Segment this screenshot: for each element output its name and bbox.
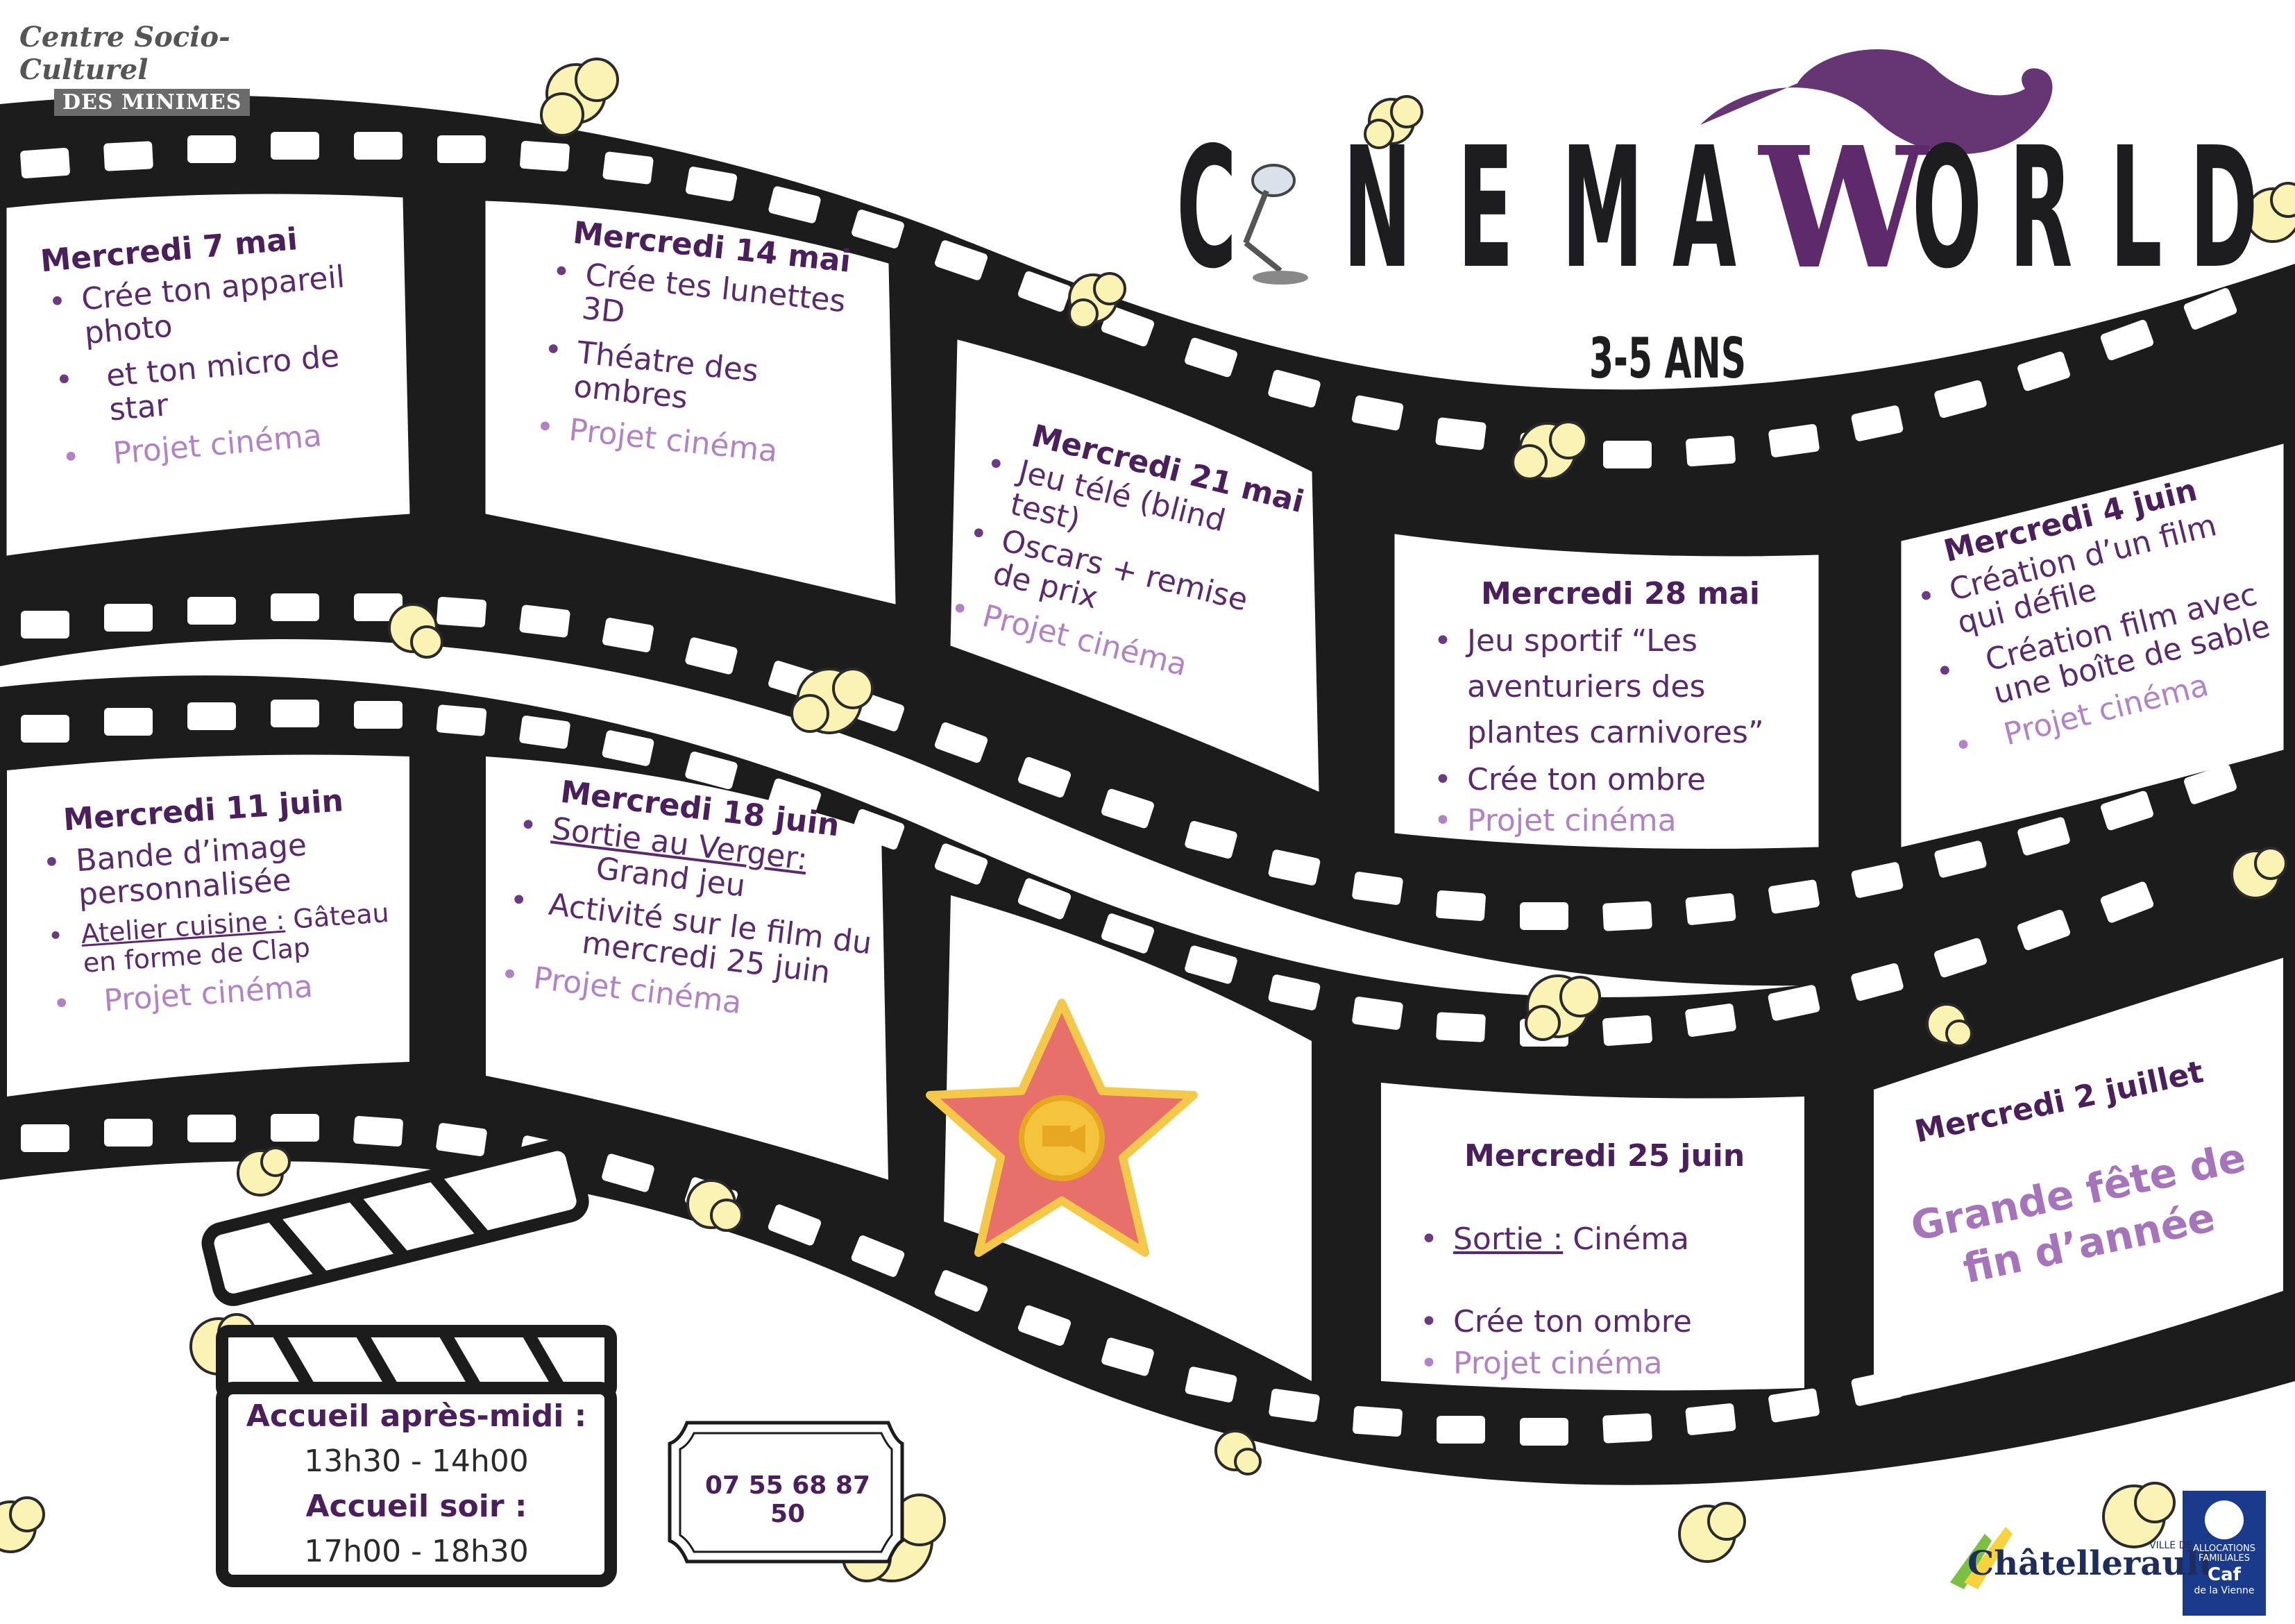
chatellerault-logo: Châtellerault VILLE DE <box>1967 1540 2214 1583</box>
session-frame-2: Mercredi 14 mai Crée tes lunettes 3D Thé… <box>530 213 872 477</box>
org-name-line1: Centre Socio-Culturel <box>19 21 230 86</box>
popcorn-14 <box>1214 1430 1262 1475</box>
session-item: Jeu sportif “Les aventuriers des plantes… <box>1430 618 1790 756</box>
session-frame-8: Mercredi 25 juin Sortie : Cinéma Crée to… <box>1416 1138 1777 1380</box>
caf-logo: ALLOCATIONS FAMILIALES Caf de la Vienne <box>2183 1543 2266 1596</box>
session-frame-7: Mercredi 18 juin Sortie au Verger: Grand… <box>494 769 893 1036</box>
caf-line1: ALLOCATIONS FAMILIALES <box>2192 1543 2256 1564</box>
frame-bg-10 <box>1874 958 2283 1402</box>
title-letter-a: A <box>1672 111 1736 305</box>
chatellerault-name: Châtellerault <box>1967 1544 2214 1583</box>
session-project: Projet cinéma <box>1430 804 1790 838</box>
popcorn-11 <box>237 1147 291 1196</box>
session-date: Mercredi 25 juin <box>1464 1138 1745 1174</box>
title-letter-n: N <box>1343 111 1412 305</box>
session-date: Mercredi 28 mai <box>1481 576 1761 611</box>
title-letter-w: W <box>1759 110 1928 306</box>
session-item: Crée ton ombre <box>1416 1305 1777 1339</box>
title-letter-o: O <box>1912 111 1982 305</box>
session-sortie: Sortie : Cinéma <box>1416 1221 1777 1257</box>
org-logo: Centre Socio-Culturel DES MINIMES <box>19 21 311 116</box>
session-project: Projet cinéma <box>1416 1346 1777 1380</box>
popcorn-17 <box>2102 1482 2176 1548</box>
hours-evening-label: Accueil soir : <box>305 1489 527 1524</box>
popcorn-4 <box>1068 272 1126 329</box>
opening-hours: Accueil après-midi : 13h30 - 14h00 Accue… <box>229 1398 604 1569</box>
title-letter-c: C <box>1176 111 1237 305</box>
caf-logo-graphic <box>2183 1491 2266 1616</box>
age-label: 3-5 ANS <box>1589 326 1747 391</box>
ticket-graphic <box>668 1421 904 1564</box>
popcorn-1 <box>540 58 619 137</box>
clapboard-graphic <box>201 1138 617 1587</box>
sortie-label: Sortie : <box>1453 1221 1564 1257</box>
popcorn-3 <box>2245 182 2295 243</box>
popcorn-6 <box>388 603 443 659</box>
title-letter-m: M <box>1561 111 1644 305</box>
session-frame-4: Mercredi 28 mai Jeu sportif “Les aventur… <box>1430 576 1790 838</box>
popcorn-8 <box>1525 974 1601 1041</box>
lamp-icon <box>1243 164 1308 285</box>
caf-line3: de la Vienne <box>2194 1584 2255 1596</box>
session-frame-6: Mercredi 11 juin Bande d’image personnal… <box>35 779 424 1022</box>
title-letter-e: E <box>1457 111 1514 305</box>
title-letter-r: R <box>2009 111 2073 305</box>
popcorn-18 <box>0 1496 45 1553</box>
walk-of-fame-star <box>926 999 1198 1257</box>
title-letter-l: L <box>2110 111 2162 305</box>
page-title: C N E M A W O R L D <box>1176 111 2259 291</box>
session-frame-1: Mercredi 7 mai Crée ton appareil photo e… <box>39 215 391 476</box>
ville-de-label: VILLE DE <box>2149 1540 2193 1551</box>
org-name-line2: DES MINIMES <box>54 89 251 116</box>
chatellerault-logo-mark <box>1950 1527 2013 1589</box>
popcorn-5 <box>1511 421 1588 480</box>
popcorn-10 <box>1926 1003 1973 1047</box>
title-letter-d: D <box>2190 111 2258 305</box>
title-swirl <box>1700 49 2053 155</box>
hours-afternoon-label: Accueil après-midi : <box>246 1398 587 1434</box>
popcorn-2 <box>1364 95 1423 149</box>
hours-afternoon-value: 13h30 - 14h00 <box>304 1444 529 1479</box>
popcorn-9 <box>2230 847 2287 899</box>
hours-evening-value: 17h00 - 18h30 <box>304 1534 529 1569</box>
sortie-text: Cinéma <box>1563 1221 1690 1257</box>
phone-number[interactable]: 07 55 68 87 50 <box>705 1471 870 1528</box>
session-item: Crée ton ombre <box>1430 763 1790 797</box>
popcorn-12 <box>686 1179 743 1232</box>
caf-line2: Caf <box>2208 1564 2241 1585</box>
popcorn-16 <box>1678 1502 1746 1563</box>
popcorn-7 <box>790 668 874 734</box>
